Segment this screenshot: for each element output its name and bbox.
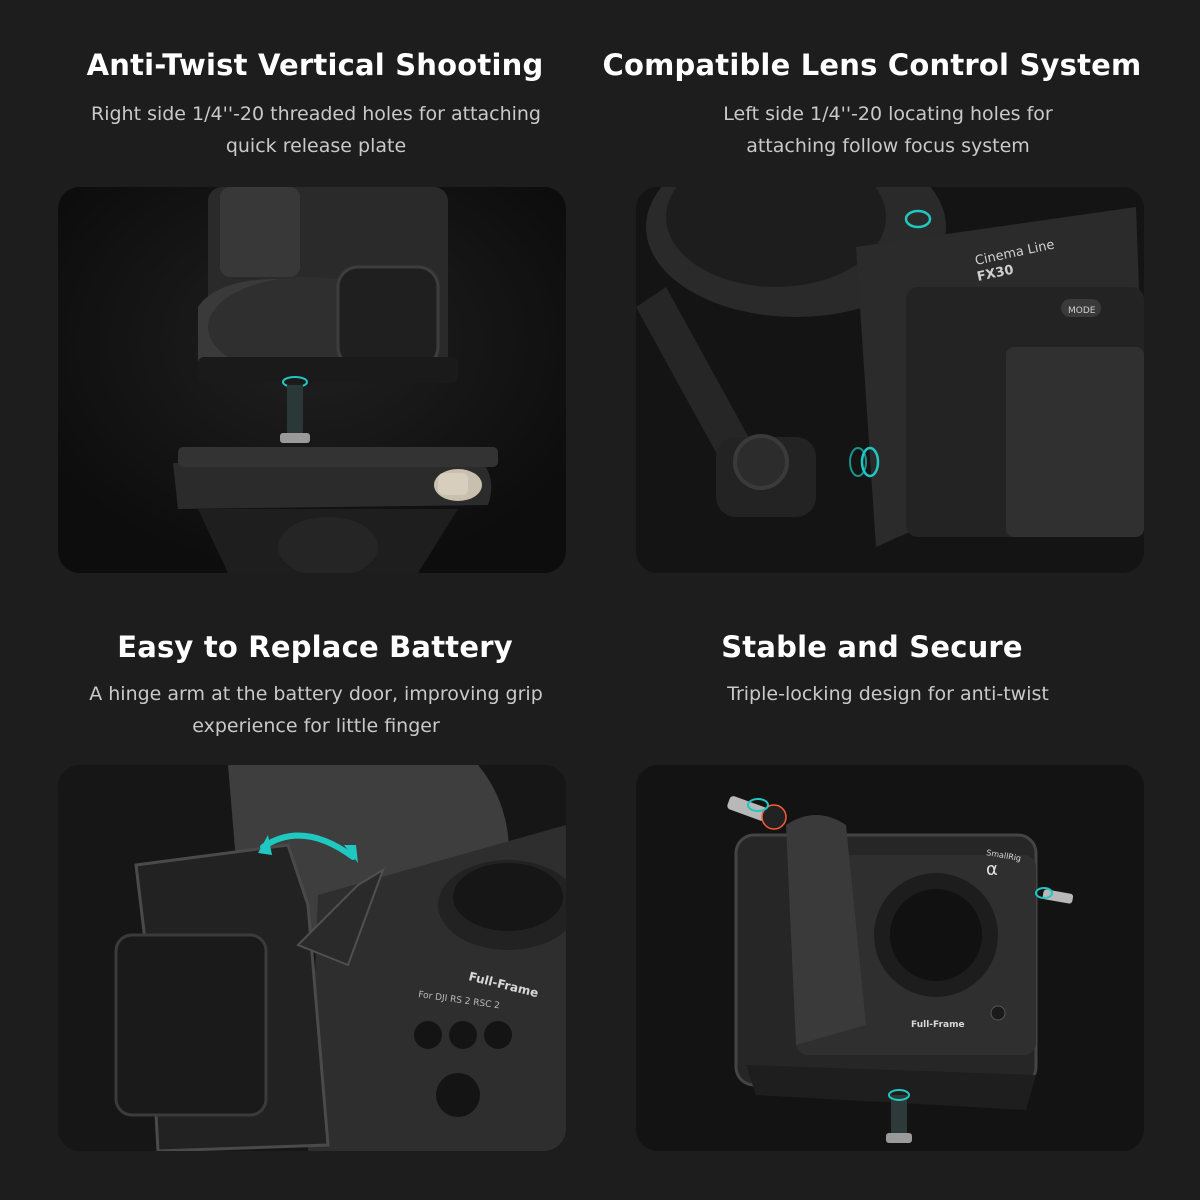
feature-title: Anti-Twist Vertical Shooting: [86, 48, 544, 82]
feature-description: A hinge arm at the battery door, improvi…: [89, 683, 543, 737]
camera-cage-vertical-quick-release-image: [58, 187, 566, 573]
camera-cage-battery-hinge-image: Full-Frame For DJI RS 2 RSC 2: [58, 765, 566, 1151]
feature-anti-twist: Anti-Twist Vertical Shooting Right side …: [0, 0, 600, 600]
camera-cage-triple-lock-image: α SmallRig Full-Frame: [636, 765, 1144, 1151]
feature-description: Triple-locking design for anti-twist: [727, 683, 1049, 705]
feature-lens-control: Compatible Lens Control System Left side…: [600, 0, 1200, 600]
feature-title: Stable and Secure: [721, 630, 1023, 664]
feature-title: Compatible Lens Control System: [602, 48, 1142, 82]
camera-cage-follow-focus-image: Cinema Line FX30 MODE: [636, 187, 1144, 573]
feature-stable-secure: Stable and Secure Triple-locking design …: [600, 580, 1200, 1180]
feature-description: Left side 1/4''-20 locating holes for at…: [723, 103, 1053, 157]
feature-description: Right side 1/4''-20 threaded holes for a…: [91, 103, 541, 157]
logo-mark: α: [986, 859, 998, 880]
feature-battery: Easy to Replace Battery A hinge arm at t…: [0, 580, 600, 1180]
feature-title: Easy to Replace Battery: [117, 630, 513, 664]
mode-button-label: MODE: [1068, 306, 1096, 316]
plate-label: Full-Frame: [911, 1020, 965, 1030]
